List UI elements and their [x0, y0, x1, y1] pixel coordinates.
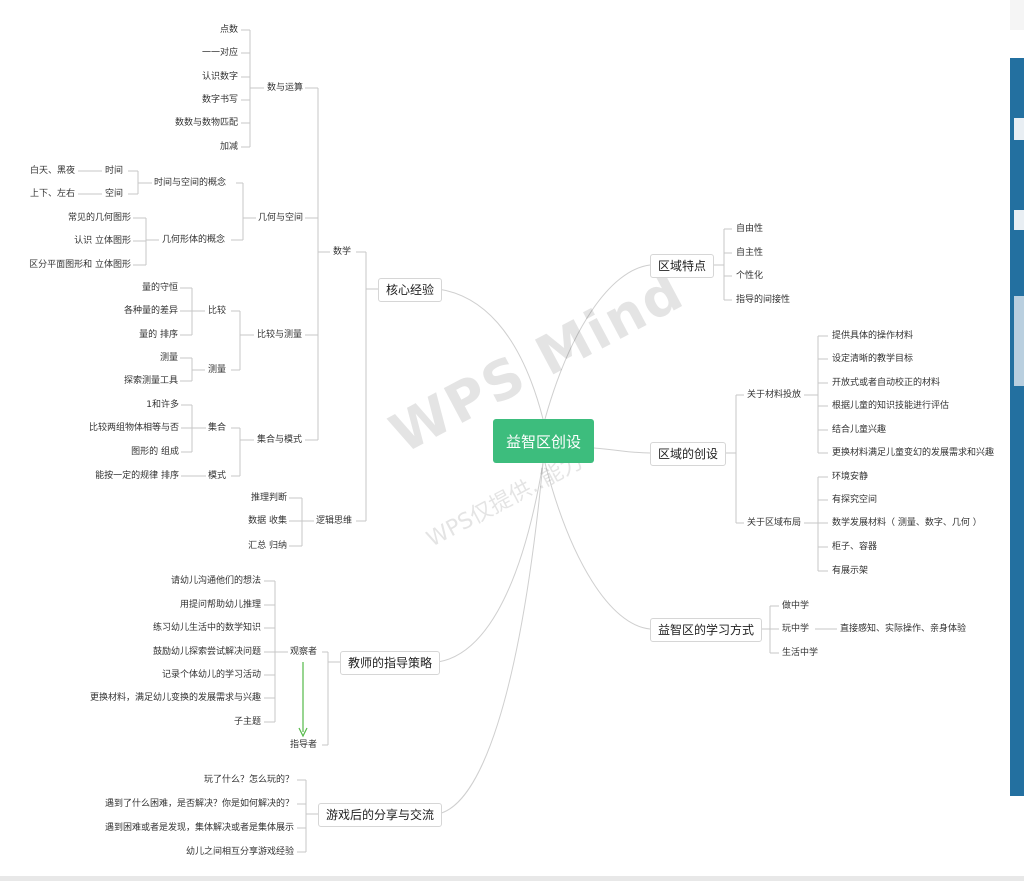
leaf-material[interactable]: 设定清晰的教学目标 [832, 354, 914, 364]
leaf-feature[interactable]: 自由性 [736, 224, 764, 234]
leaf-learn-life[interactable]: 生活中学 [782, 648, 819, 658]
leaf-compare[interactable]: 量的 排序 [139, 330, 178, 340]
node-shape-concept[interactable]: 几何形体的概念 [162, 235, 226, 245]
leaf-material[interactable]: 更换材料满足儿童变幻的发展需求和兴趣 [832, 448, 995, 458]
leaf-number-op[interactable]: 认识数字 [201, 72, 238, 82]
node-number-operation[interactable]: 数与运算 [267, 83, 304, 93]
leaf-logic[interactable]: 汇总 归纳 [248, 541, 287, 551]
leaf-learn-play-detail[interactable]: 直接感知、实际操作、亲身体验 [840, 624, 967, 634]
branch-area-features[interactable]: 区域特点 [650, 254, 715, 278]
branch-core-experience[interactable]: 核心经验 [378, 278, 443, 302]
leaf-layout[interactable]: 有展示架 [832, 566, 869, 576]
leaf-measure[interactable]: 探索测量工具 [123, 376, 178, 386]
leaf-feature[interactable]: 指导的间接性 [736, 295, 791, 305]
scroll-arrow-area[interactable] [1010, 0, 1024, 30]
branch-teacher-strategy[interactable]: 教师的指导策略 [340, 651, 441, 675]
leaf-set[interactable]: 1和许多 [146, 400, 179, 410]
branch-area-creation[interactable]: 区域的创设 [650, 442, 727, 466]
leaf-share[interactable]: 幼儿之间相互分享游戏经验 [185, 847, 294, 857]
node-set-pattern[interactable]: 集合与模式 [257, 435, 303, 445]
leaf-observer[interactable]: 用提问帮助幼儿推理 [179, 600, 261, 610]
branch-share-exchange[interactable]: 游戏后的分享与交流 [318, 803, 443, 827]
leaf-compare[interactable]: 量的守恒 [141, 283, 178, 293]
node-time[interactable]: 时间 [105, 166, 124, 176]
leaf-logic[interactable]: 数据 收集 [248, 516, 287, 526]
leaf-share[interactable]: 玩了什么？怎么玩的？ [203, 775, 294, 785]
leaf-measure[interactable]: 测量 [159, 353, 178, 363]
node-area-layout[interactable]: 关于区域布局 [747, 518, 802, 528]
side-panel-tab-icon[interactable] [1014, 118, 1024, 140]
leaf-observer[interactable]: 子主题 [233, 717, 261, 727]
leaf-set[interactable]: 图形的 组成 [131, 447, 179, 457]
side-panel-tab-icon[interactable] [1014, 210, 1024, 230]
leaf-material[interactable]: 开放式或者自动校正的材料 [832, 378, 941, 388]
node-measure[interactable]: 测量 [208, 365, 227, 375]
leaf-feature[interactable]: 个性化 [736, 271, 764, 281]
node-time-space[interactable]: 时间与空间的概念 [154, 178, 227, 188]
leaf-number-op[interactable]: 数字书写 [201, 95, 238, 105]
node-observer[interactable]: 观察者 [290, 647, 318, 657]
leaf-layout[interactable]: 柜子、容器 [832, 542, 878, 552]
node-set[interactable]: 集合 [208, 423, 227, 433]
leaf-material[interactable]: 提供具体的操作材料 [832, 331, 914, 341]
leaf-observer[interactable]: 鼓励幼儿探索尝试解决问题 [152, 647, 261, 657]
leaf-layout[interactable]: 数学发展材料（ 测量、数字、几何 ） [832, 518, 982, 528]
leaf-shape[interactable]: 认识 立体图形 [74, 236, 131, 246]
node-logic[interactable]: 逻辑思维 [316, 516, 353, 526]
leaf-observer[interactable]: 练习幼儿生活中的数学知识 [152, 623, 261, 633]
leaf-observer[interactable]: 更换材料，满足幼儿变换的发展需求与兴趣 [89, 693, 261, 703]
leaf-material[interactable]: 根据儿童的知识技能进行评估 [832, 401, 950, 411]
leaf-share[interactable]: 遇到困难或者是发现，集体解决或者是集体展示 [104, 823, 294, 833]
leaf-learn-play[interactable]: 玩中学 [782, 624, 810, 634]
node-space[interactable]: 空间 [105, 189, 124, 199]
node-guide[interactable]: 指导者 [290, 740, 318, 750]
leaf-learn-do[interactable]: 做中学 [782, 601, 810, 611]
leaf-number-op[interactable]: 一一对应 [201, 48, 238, 58]
leaf-number-op[interactable]: 加减 [219, 142, 238, 152]
leaf-number-op[interactable]: 点数 [219, 25, 238, 35]
leaf-pattern[interactable]: 能按一定的规律 排序 [95, 471, 179, 481]
bottom-scrollbar[interactable] [0, 876, 1024, 881]
leaf-observer[interactable]: 记录个体幼儿的学习活动 [161, 670, 261, 680]
leaf-shape[interactable]: 区分平面图形和 立体图形 [29, 260, 131, 270]
leaf-material[interactable]: 结合儿童兴趣 [832, 425, 887, 435]
node-compare-measure[interactable]: 比较与测量 [257, 330, 303, 340]
node-pattern[interactable]: 模式 [208, 471, 227, 481]
leaf-compare[interactable]: 各种量的差异 [123, 306, 178, 316]
leaf-share[interactable]: 遇到了什么困难，是否解决？你是如何解决的？ [104, 799, 294, 809]
leaf-space-example[interactable]: 上下、左右 [29, 189, 75, 199]
node-geometry-space[interactable]: 几何与空间 [258, 213, 304, 223]
leaf-set[interactable]: 比较两组物体相等与否 [88, 423, 179, 433]
leaf-logic[interactable]: 推理判断 [250, 493, 287, 503]
leaf-time-example[interactable]: 白天、黑夜 [29, 166, 75, 176]
leaf-number-op[interactable]: 数数与数物匹配 [174, 118, 238, 128]
side-panel-scroll-thumb[interactable] [1014, 296, 1024, 386]
root-node[interactable]: 益智区创设 [493, 419, 594, 463]
leaf-shape[interactable]: 常见的几何图形 [67, 213, 131, 223]
branch-learning-methods[interactable]: 益智区的学习方式 [650, 618, 763, 642]
leaf-layout[interactable]: 环境安静 [832, 472, 869, 482]
leaf-feature[interactable]: 自主性 [736, 248, 764, 258]
node-math[interactable]: 数学 [333, 247, 352, 257]
leaf-layout[interactable]: 有探究空间 [832, 495, 878, 505]
node-material[interactable]: 关于材料投放 [747, 390, 802, 400]
node-compare[interactable]: 比较 [208, 306, 227, 316]
leaf-observer[interactable]: 请幼儿沟通他们的想法 [170, 576, 261, 586]
side-panel[interactable] [1010, 58, 1024, 796]
